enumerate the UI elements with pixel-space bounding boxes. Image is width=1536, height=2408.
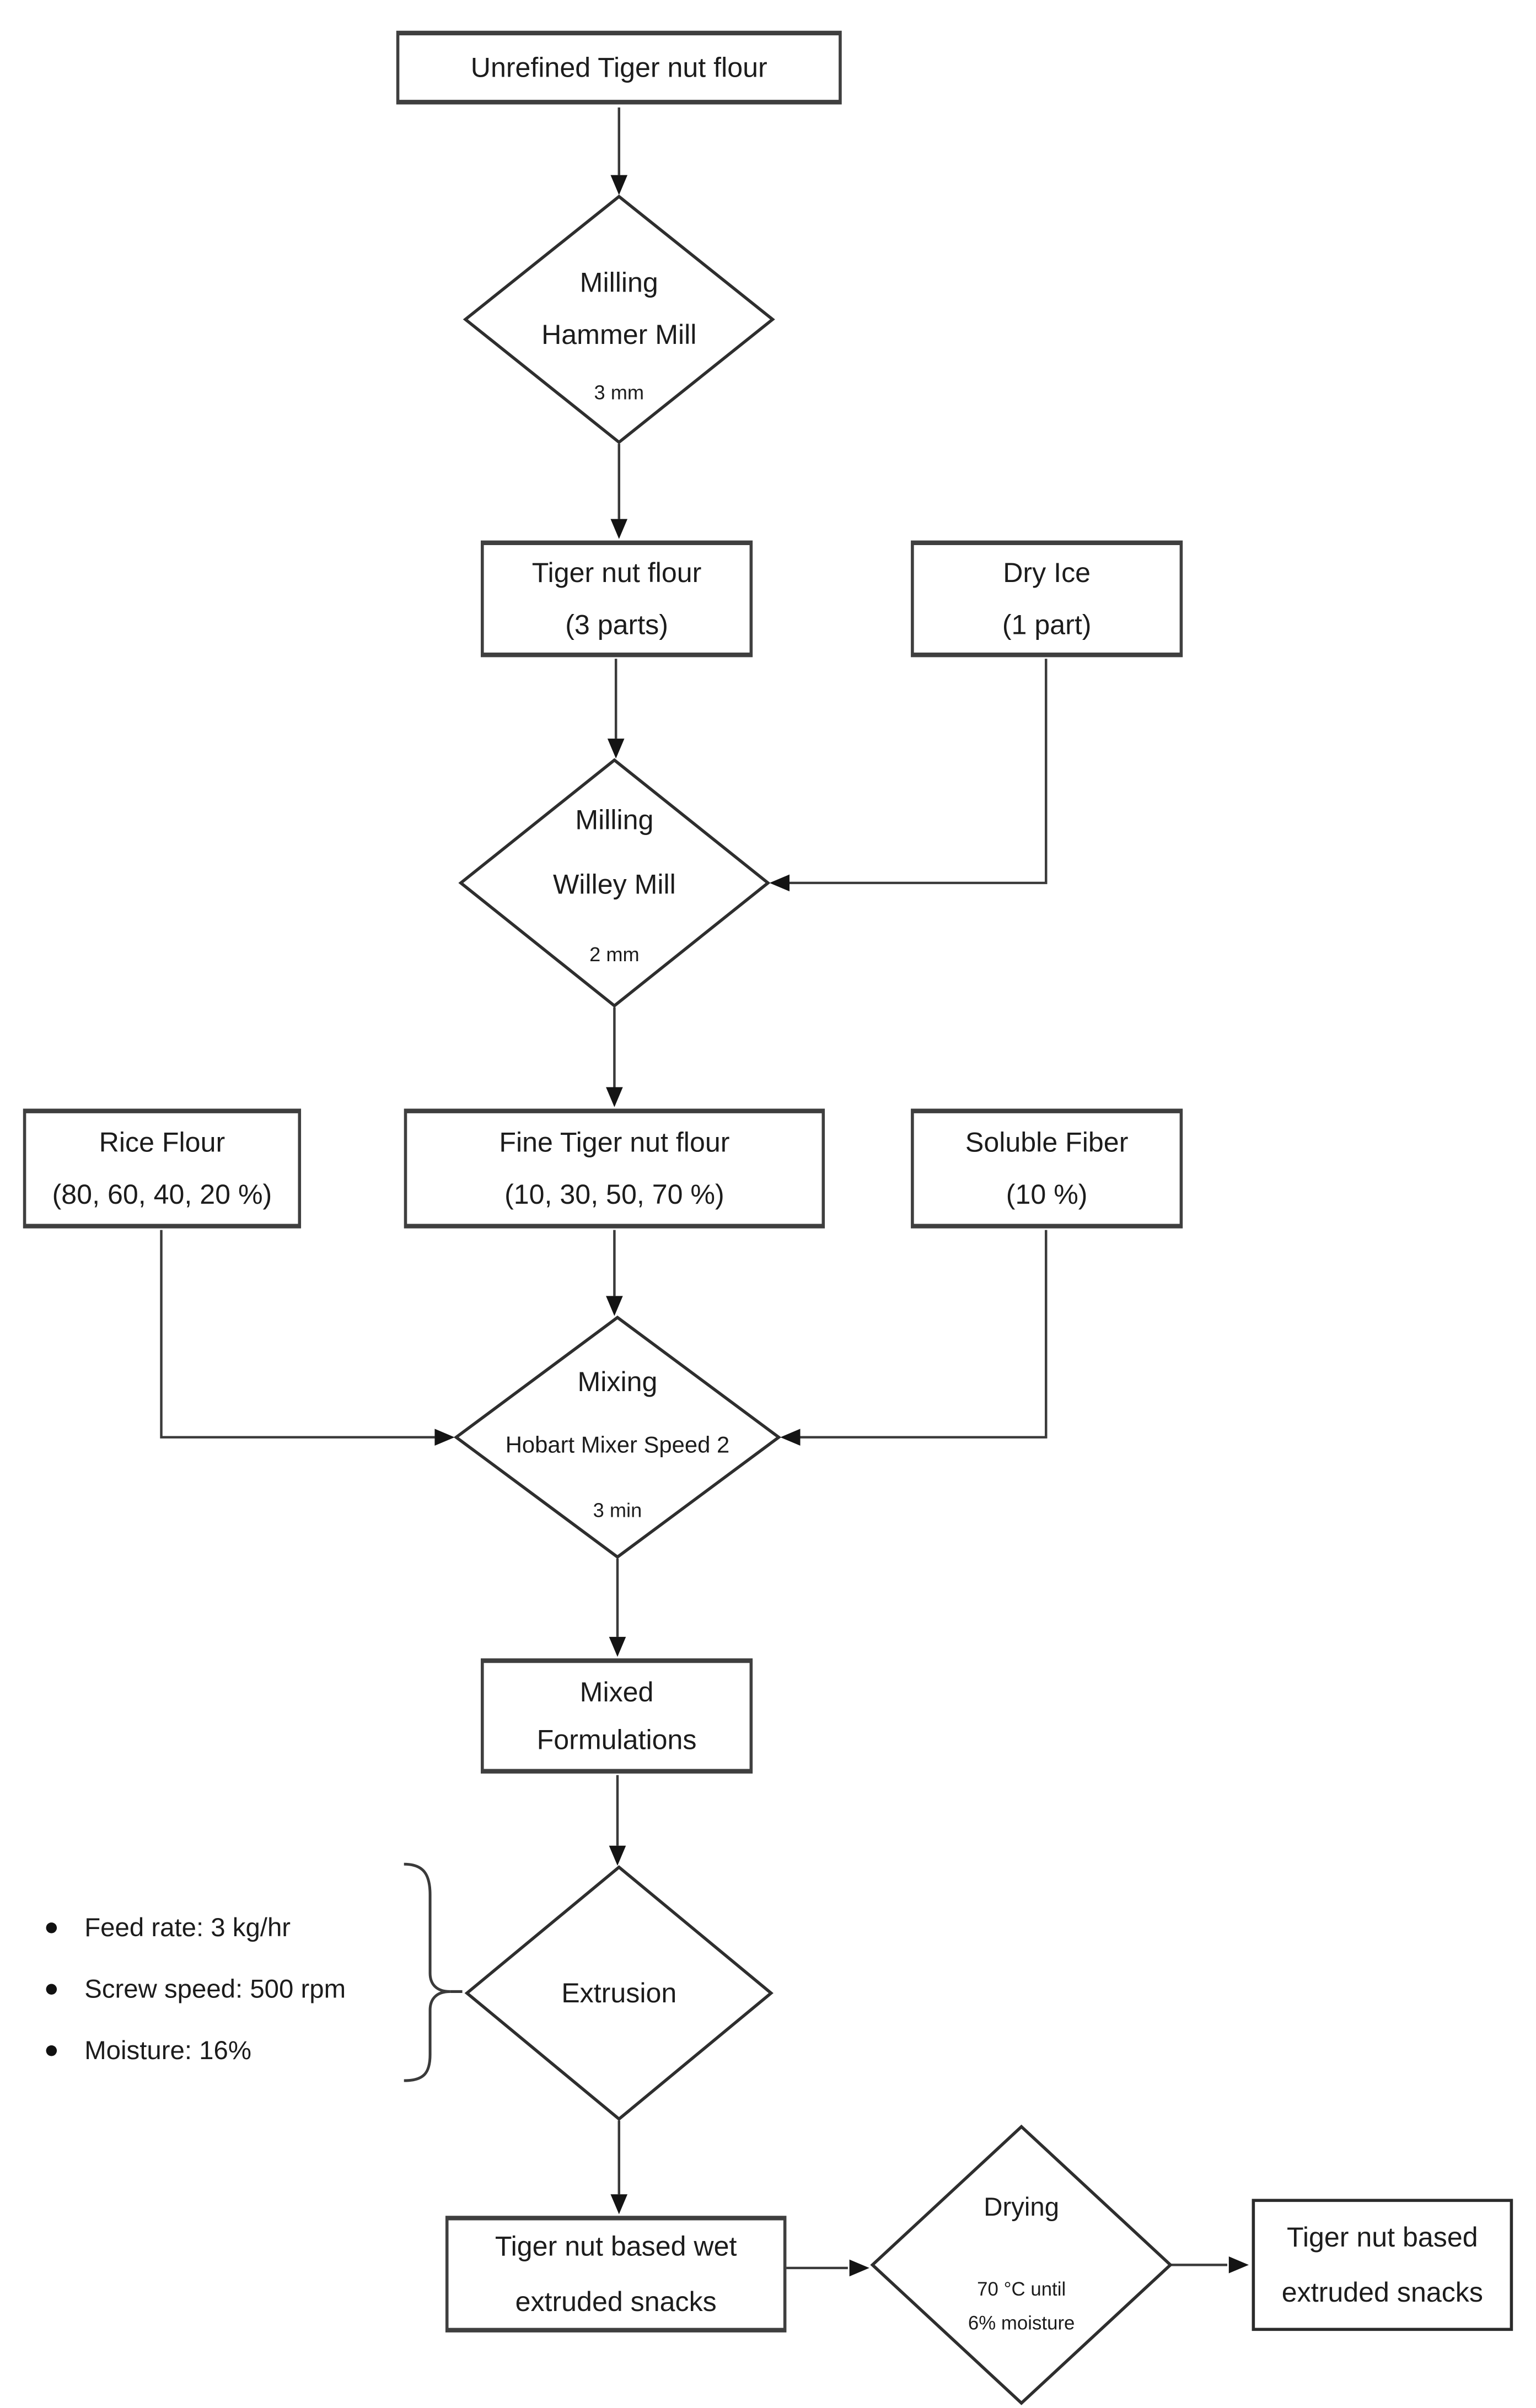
node-label-line1: Tiger nut based [1287,2222,1478,2253]
node-label-line2: (1 part) [1002,610,1092,640]
arrow-finetigernut-to-mixing [606,1230,623,1316]
node-label-line1: Tiger nut flour [531,557,702,589]
node-label-line1: Tiger nut based wet [495,2231,737,2262]
node-label-line2: extruded snacks [515,2286,717,2318]
mixing-note: 3 min [593,1499,642,1522]
node-rice-flour: Rice Flour (80, 60, 40, 20 %) [23,1108,302,1229]
bullet-icon [46,1922,57,1933]
param-label: Moisture: 16% [84,2035,251,2065]
node-label-line1: Dry Ice [1003,557,1091,589]
diamond-mixing [453,1315,782,1559]
arrow-unrefined-to-hammermill [610,107,628,195]
drying-note1: 70 °C until [977,2278,1066,2301]
diamond-extrusion [464,1865,774,2121]
milling-hammer-note: 3 mm [594,380,645,404]
milling-willey-subtitle: Willey Mill [552,869,676,900]
node-soluble-fiber: Soluble Fiber (10 %) [911,1108,1183,1229]
milling-willey-note: 2 mm [589,942,640,966]
extrusion-parameters-list: Feed rate: 3 kg/hr Screw speed: 500 rpm … [46,1907,346,2091]
node-label-line1: Rice Flour [99,1127,225,1158]
node-label-line2: (3 parts) [565,610,668,640]
node-tiger-nut-flour-3-parts: Tiger nut flour (3 parts) [481,540,753,658]
arrow-tigernutflour-to-willeymill [607,659,625,759]
bullet-icon [46,1984,57,1995]
node-unrefined-tiger-nut-flour: Unrefined Tiger nut flour [396,30,842,105]
brace-extrusion-params [404,1862,450,2082]
arrow-extrusion-to-wetsnacks [610,2120,628,2215]
arrow-solublefiber-to-mixing [780,1230,1048,1446]
arrow-riceflour-to-mixing [160,1230,455,1446]
milling-willey-title: Milling [575,804,654,836]
bullet-icon [46,2045,57,2056]
diamond-drying [870,2124,1173,2405]
milling-hammer-title: Milling [579,267,658,298]
arrow-mixedformulations-to-extrusion [609,1775,626,1866]
drying-note2: 6% moisture [968,2312,1075,2334]
diamond-milling-hammer-mill [463,195,775,444]
list-item: Feed rate: 3 kg/hr [46,1907,346,1948]
mixing-subtitle: Hobart Mixer Speed 2 [505,1432,730,1459]
list-item: Screw speed: 500 rpm [46,1969,346,2010]
arrow-hammermill-to-tigernutflour [610,444,628,539]
extrusion-title: Extrusion [561,1978,677,2009]
node-dry-ice: Dry Ice (1 part) [911,540,1183,658]
node-label-line1: Fine Tiger nut flour [499,1127,730,1158]
node-label-line2: (80, 60, 40, 20 %) [52,1179,272,1210]
node-label: Unrefined Tiger nut flour [470,52,767,83]
node-label-line2: extruded snacks [1281,2277,1483,2308]
arrow-dryice-to-willeymill [769,659,1048,892]
list-item: Moisture: 16% [46,2030,346,2071]
drying-title: Drying [984,2192,1060,2222]
param-label: Feed rate: 3 kg/hr [84,1912,291,1942]
param-label: Screw speed: 500 rpm [84,1974,346,2003]
arrow-mixing-to-mixedformulations [609,1558,626,1657]
node-label-line2: (10 %) [1006,1179,1088,1210]
arrow-wetsnacks-to-drying [786,2259,869,2277]
node-label-line1: Mixed [579,1676,654,1707]
node-label-line2: Formulations [536,1723,697,1755]
node-label-line1: Soluble Fiber [965,1127,1129,1158]
milling-hammer-subtitle: Hammer Mill [541,319,697,351]
node-mixed-formulations: Mixed Formulations [481,1658,753,1774]
node-tiger-nut-based-extruded-snacks: Tiger nut based extruded snacks [1252,2199,1513,2331]
diamond-milling-willey-mill [458,758,771,1008]
arrow-willeymill-to-finetigernut [606,1007,623,1107]
mixing-title: Mixing [577,1366,658,1398]
node-label-line2: (10, 30, 50, 70 %) [504,1179,724,1210]
arrow-drying-to-finalsnacks [1170,2256,1249,2274]
node-tiger-nut-based-wet-extruded-snacks: Tiger nut based wet extruded snacks [445,2216,787,2332]
node-fine-tiger-nut-flour: Fine Tiger nut flour (10, 30, 50, 70 %) [404,1108,825,1229]
